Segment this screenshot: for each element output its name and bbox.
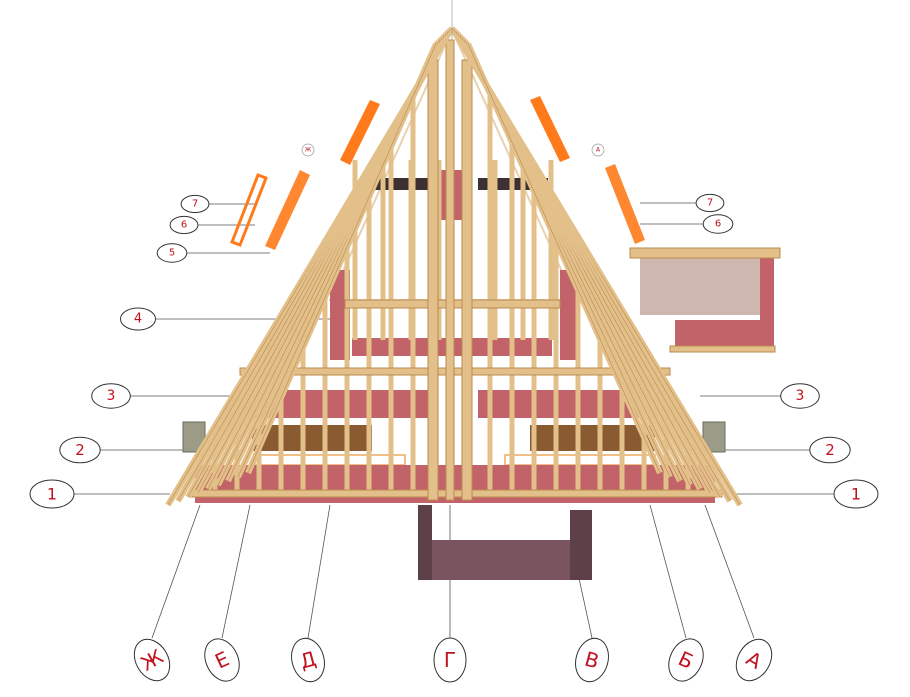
- annex-top-beam: [629, 247, 781, 259]
- brick-wall-upper-right: [560, 270, 580, 360]
- level-label-left-1-circle: [29, 479, 75, 509]
- axis-label-B: Б: [668, 638, 704, 682]
- house-frame: [165, 0, 781, 580]
- level-label-right-7: 7: [695, 193, 725, 213]
- center-post-left: [427, 59, 439, 501]
- rafter-left-edge: [247, 43, 437, 474]
- level-label-left-7-text: 7: [192, 199, 198, 210]
- level-label-left-5-text: 5: [169, 248, 175, 259]
- axis-label-G-circle: [433, 637, 467, 683]
- axis-label-E-circle: [204, 638, 240, 682]
- level-label-right-6: 6: [702, 214, 734, 234]
- center-post-mid: [445, 39, 455, 501]
- level-label-left-1-text: 1: [47, 485, 57, 504]
- level-label-right-7-circle: [695, 193, 725, 213]
- level-label-right-2: 2: [809, 436, 851, 464]
- annex-floor-beam: [669, 345, 776, 353]
- level-label-right-1-circle: [833, 479, 879, 509]
- level-label-right-6-text: 6: [715, 219, 721, 230]
- osb-panel-right: [530, 425, 655, 451]
- top-plate-middle: [239, 367, 671, 376]
- rafter-right-edge: [467, 43, 661, 474]
- level-label-right-7-text: 7: [707, 198, 713, 209]
- axis-label-D-circle: [291, 637, 325, 683]
- level-label-right-3: 3: [780, 383, 820, 409]
- small-mark-left: Ж: [305, 147, 312, 154]
- level-label-left-1: 1: [29, 479, 75, 509]
- membrane-far-left: [230, 173, 268, 247]
- leader-axis-D: [307, 504, 331, 639]
- annex-brick-post: [760, 255, 774, 350]
- leader-axis-ZH: [151, 504, 201, 639]
- axis-label-A-circle: [735, 638, 773, 682]
- axis-label-D-text: Д: [297, 646, 318, 673]
- axis-label-G-text: Г: [444, 648, 456, 672]
- concrete-block-right: [702, 421, 726, 453]
- center-post-right: [461, 59, 473, 501]
- level-label-left-5: 5: [156, 243, 188, 263]
- annex-brick-wall: [675, 320, 770, 350]
- small-mark-right: А: [596, 147, 601, 154]
- membrane-right-upper: [530, 96, 570, 162]
- level-label-left-5-circle: [156, 243, 188, 263]
- leader-axis-A: [704, 504, 755, 639]
- axis-label-D: Д: [291, 637, 325, 683]
- roof-rafters: [165, 26, 743, 507]
- axis-label-G: Г: [433, 637, 467, 683]
- axis-label-V-text: В: [582, 647, 601, 674]
- level-label-left-7: 7: [180, 194, 210, 214]
- level-label-left-4: 4: [120, 307, 156, 331]
- level-label-right-2-circle: [809, 436, 851, 464]
- wall-studs: [212, 90, 691, 495]
- chimney-block-front: [418, 540, 580, 580]
- level-label-left-3: 3: [91, 383, 131, 409]
- leader-lines: [74, 202, 834, 639]
- level-label-left-2-circle: [59, 436, 101, 464]
- axis-label-A: А: [735, 638, 773, 682]
- level-label-right-3-circle: [780, 383, 820, 409]
- level-label-right-6-circle: [702, 214, 734, 234]
- chimney-block-left-side: [418, 505, 432, 580]
- level-label-right-3-text: 3: [796, 388, 805, 404]
- level-label-right-1: 1: [833, 479, 879, 509]
- level-label-left-3-text: 3: [107, 388, 116, 404]
- axis-label-E: Е: [204, 638, 240, 682]
- level-label-left-2: 2: [59, 436, 101, 464]
- axis-label-B-circle: [668, 638, 704, 682]
- axis-label-V-circle: [575, 637, 609, 683]
- ceiling-frame-left: [254, 454, 406, 466]
- level-label-right-2-text: 2: [825, 441, 835, 459]
- level-label-left-6-circle: [169, 215, 199, 235]
- membrane-left-upper: [340, 100, 380, 165]
- level-label-left-4-circle: [120, 307, 156, 331]
- leader-axis-E: [221, 504, 251, 639]
- level-label-right-1-text: 1: [851, 485, 861, 504]
- axis-label-V: В: [575, 637, 609, 683]
- small-marks: Ж А: [301, 143, 605, 157]
- level-label-left-6-text: 6: [181, 220, 187, 231]
- membrane-left-mid: [265, 170, 310, 250]
- annex-back-wall: [640, 255, 770, 315]
- level-label-left-4-text: 4: [134, 312, 142, 327]
- bottom-plate: [191, 489, 723, 498]
- axis-label-ZH-circle: [133, 638, 171, 682]
- membrane-right-mid: [605, 164, 645, 244]
- level-label-left-7-circle: [180, 194, 210, 214]
- leader-axis-B: [649, 504, 687, 639]
- level-label-left-6: 6: [169, 215, 199, 235]
- level-label-left-2-text: 2: [75, 441, 85, 459]
- axis-label-ZH: Ж: [133, 638, 171, 682]
- chimney-block-side: [570, 510, 592, 580]
- osb-panel-left: [252, 425, 372, 451]
- level-label-left-3-circle: [91, 383, 131, 409]
